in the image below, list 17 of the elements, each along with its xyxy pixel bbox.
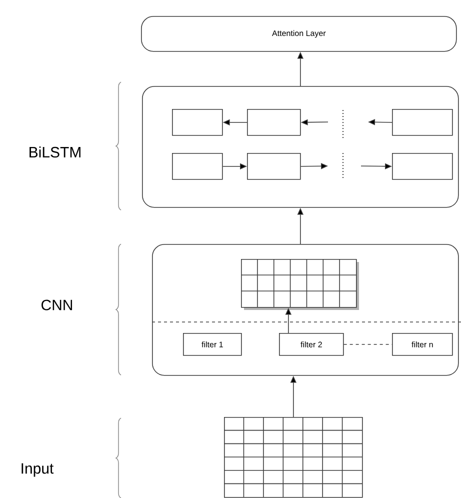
layer-container [152,244,459,376]
process-box [392,153,453,180]
filter-box: filter 1 [183,333,242,356]
process-box [392,109,453,136]
filter-box: filter n [392,333,453,356]
layer-container [142,86,459,208]
process-box [172,153,223,180]
filter-box: filter 2 [279,333,344,356]
grid-drawing [224,416,363,498]
layer-box: Attention Layer [141,16,457,52]
grid-drawing [240,258,359,310]
layer-label: CNN [42,300,72,310]
layer-label: Input [22,463,54,477]
process-box [172,109,223,136]
process-box [247,153,301,180]
process-box [247,109,301,136]
layer-label: BiLSTM [30,146,80,158]
